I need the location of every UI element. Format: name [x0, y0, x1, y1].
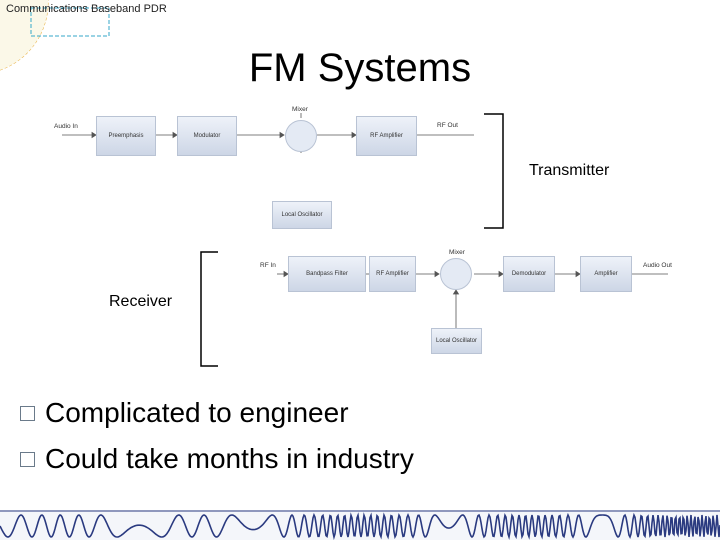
modulator-block: Modulator: [177, 116, 237, 156]
bullet-item-1: Complicated to engineer: [20, 397, 349, 429]
page-title: FM Systems: [248, 46, 472, 90]
transmitter-bracket: [484, 113, 504, 229]
header-text: Communications Baseband PDR: [6, 3, 167, 15]
amplifier-block: Amplifier: [580, 256, 632, 292]
preemphasis-block: Preemphasis: [96, 116, 156, 156]
tx-mixer-label: Mixer: [292, 106, 308, 113]
checkbox-bullet-icon: [20, 451, 35, 467]
rx-mixer-label: Mixer: [449, 249, 465, 256]
rx-rf-amplifier-block: RF Amplifier: [369, 256, 416, 292]
demodulator-block: Demodulator: [503, 256, 555, 292]
transmitter-connections: [62, 113, 474, 154]
receiver-bracket: [200, 251, 218, 367]
corner-fill: [0, 0, 49, 70]
receiver-label: Receiver: [109, 293, 173, 310]
audio-out-label: Audio Out: [643, 262, 672, 269]
bandpass-filter-block: Bandpass Filter: [288, 256, 366, 292]
audio-in-label: Audio In: [54, 123, 78, 130]
bullet-item-2: Could take months in industry: [20, 443, 414, 475]
transmitter-label: Transmitter: [529, 162, 610, 179]
checkbox-bullet-icon: [20, 405, 35, 421]
corner-dashed-box: [30, 7, 110, 37]
waveform-strip: [0, 510, 720, 540]
rx-local-oscillator-block: Local Oscillator: [431, 328, 482, 354]
bullet-text-1: Complicated to engineer: [45, 397, 349, 428]
rf-in-label: RF In: [260, 262, 276, 269]
receiver-connections: [277, 270, 668, 328]
bullet-text-2: Could take months in industry: [45, 443, 414, 474]
rx-mixer-circle: [440, 258, 472, 290]
rf-out-label: RF Out: [437, 122, 458, 129]
tx-local-oscillator-block: Local Oscillator: [272, 201, 332, 229]
tx-rf-amplifier-block: RF Amplifier: [356, 116, 417, 156]
tx-mixer-circle: [285, 120, 317, 152]
